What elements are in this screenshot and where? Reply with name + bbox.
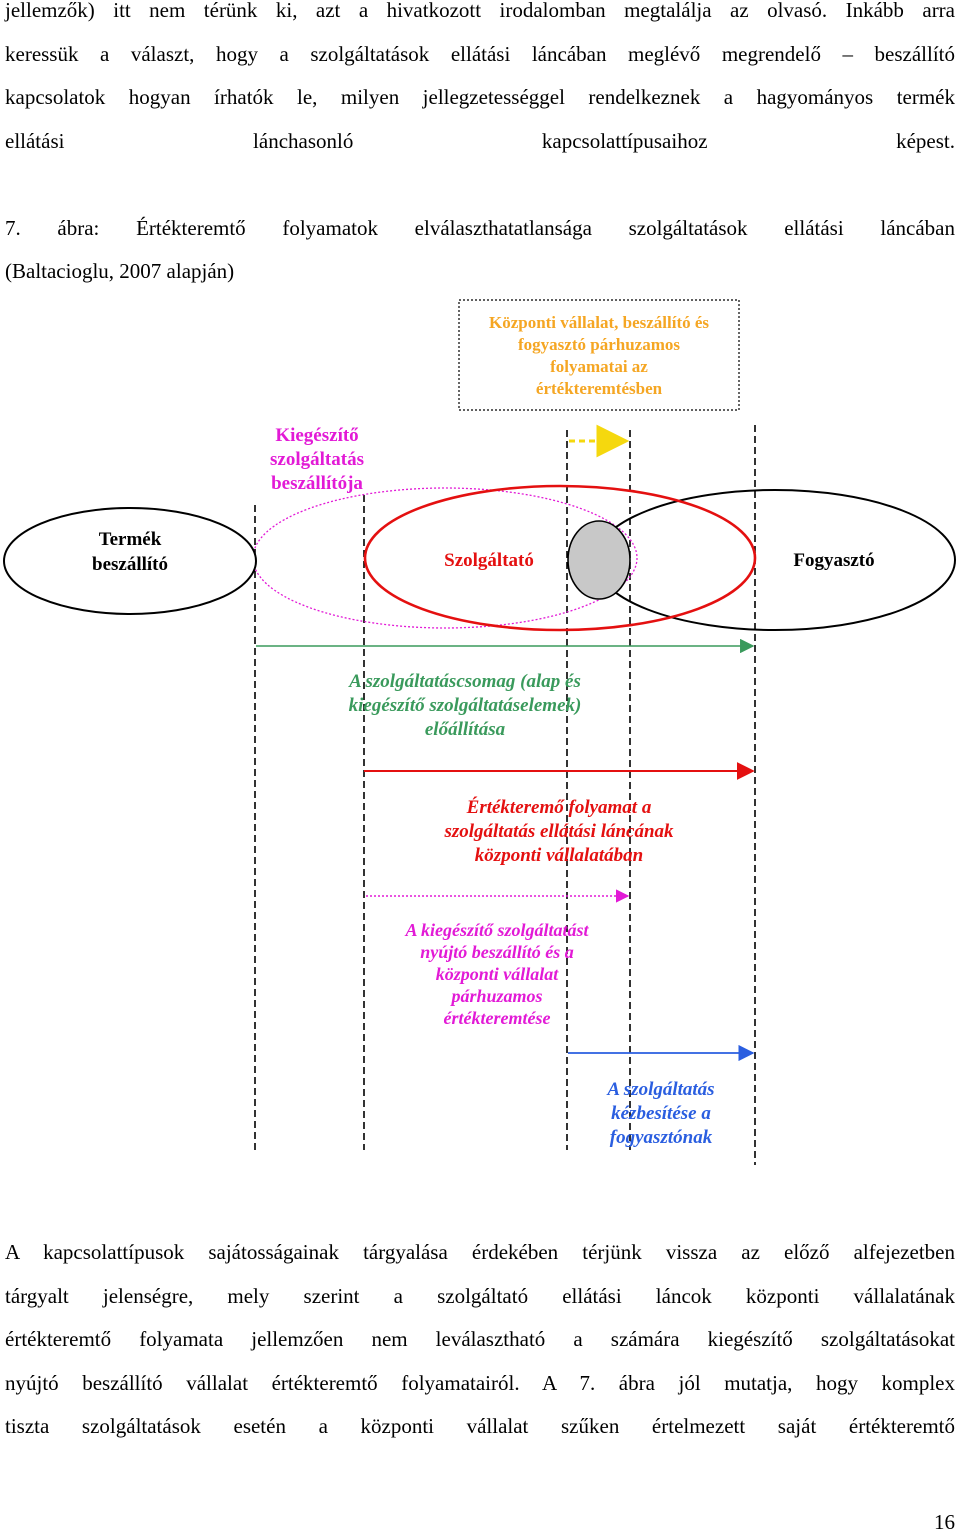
magenta-arrow-label: központi vállalat: [436, 964, 560, 984]
green-arrow-label: előállítása: [425, 719, 506, 740]
central-process-box: [458, 299, 740, 411]
blue-arrow-label: A szolgáltatás: [606, 1079, 714, 1100]
text-line: nyújtó beszállító vállalat értékteremtő …: [5, 1370, 955, 1395]
central-box-line: Központi vállalat, beszállító és: [489, 313, 709, 332]
guide-lines: [254, 425, 756, 1165]
product-supplier-label: beszállító: [92, 554, 168, 575]
text-line: kapcsolatok hogyan írhatók le, milyen je…: [5, 85, 955, 109]
text-line: tiszta szolgáltatások esetén a központi …: [5, 1414, 955, 1438]
figure-caption: 7. ábra: Értékteremtő folyamatok elválas…: [5, 207, 955, 293]
product-supplier-label: Termék: [99, 529, 162, 550]
magenta-arrow-label: értékteremtése: [444, 1008, 551, 1028]
supplementary-supplier-label: szolgáltatás: [270, 449, 364, 470]
bottom-paragraph: A kapcsolattípusok sajátosságainak tárgy…: [5, 1231, 955, 1449]
caption-line: (Baltacioglu, 2007 alapján): [5, 259, 235, 283]
supplementary-supplier-label: beszállítója: [271, 473, 363, 494]
green-arrow-label: kiegészítő szolgáltatáselemek): [349, 695, 582, 716]
red-arrow-label: Értékteremő folyamat a: [466, 796, 652, 818]
consumer-label: Fogyasztó: [793, 550, 874, 571]
product-supplier-ellipse: [3, 507, 257, 615]
text-line: értékteremtő folyamata jellemzően nem le…: [5, 1327, 955, 1351]
red-arrow-label: központi vállalatában: [475, 845, 643, 866]
text-line: A kapcsolattípusok sajátosságainak tárgy…: [5, 1240, 955, 1264]
text-line: tárgyalt jelenségre, mely szerint a szol…: [5, 1283, 955, 1308]
red-arrow-label: szolgáltatás ellátási láncának: [443, 821, 674, 842]
consumer-ellipse: [594, 489, 956, 631]
top-paragraph: jellemzők) itt nem térünk ki, azt a hiva…: [5, 0, 955, 163]
magenta-arrow-label: A kiegészítő szolgáltatást: [404, 920, 589, 940]
service-provider-label: Szolgáltató: [444, 550, 534, 571]
blue-arrow-label: kézbesítése a: [611, 1103, 711, 1124]
central-box-line: fogyasztó párhuzamos: [518, 335, 680, 354]
magenta-arrow-label: nyújtó beszállító és a: [420, 942, 574, 962]
text-line: ellátási lánchasonló kapcsolattípusaihoz…: [5, 128, 955, 153]
green-arrow-label: A szolgáltatáscsomag (alap és: [348, 671, 581, 692]
value-creation-diagram: Központi vállalat, beszállító és fogyasz…: [3, 299, 956, 1165]
page-number: 16: [934, 1510, 955, 1534]
central-box-line: értékteremtésben: [536, 379, 663, 398]
central-box-line: folyamatai az: [550, 357, 648, 376]
text-line: keressük a választ, hogy a szolgáltatáso…: [5, 41, 955, 66]
overlap-ellipse: [567, 520, 631, 600]
blue-arrow-label: fogyasztónak: [610, 1127, 713, 1148]
service-provider-ellipse: [363, 484, 757, 632]
supplementary-supplier-label: Kiegészítő: [275, 425, 358, 446]
caption-line: 7. ábra: Értékteremtő folyamatok elválas…: [5, 216, 955, 240]
magenta-arrow-label: párhuzamos: [449, 986, 542, 1006]
text-line: jellemzők) itt nem térünk ki, azt a hiva…: [5, 0, 955, 22]
